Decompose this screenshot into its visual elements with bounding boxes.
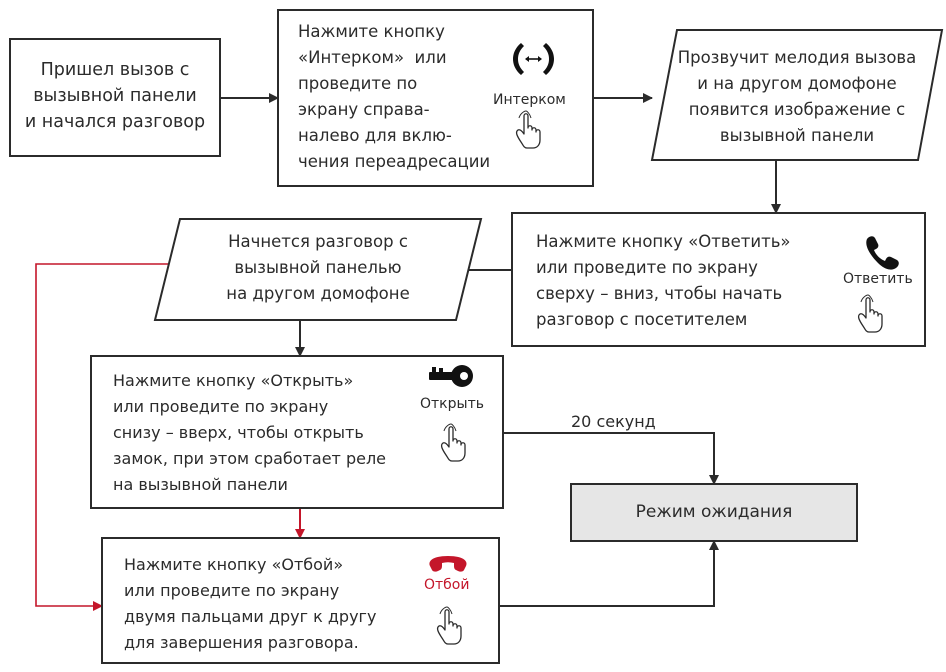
- node-intercom-line: проведите по: [298, 74, 418, 93]
- node-conversation-line: на другом домофоне: [226, 284, 410, 303]
- node-conversation-box: [153, 218, 483, 321]
- node-answer: Нажмите кнопку «Ответить» или проведите …: [536, 229, 791, 333]
- node-intercom-box: [277, 9, 594, 187]
- open-icon-label: Открыть: [420, 396, 484, 412]
- node-intercom-line: Нажмите кнопку: [298, 22, 445, 41]
- node-conversation-line: Начнется разговор с: [228, 232, 408, 251]
- phone-hangup-icon: [429, 556, 467, 572]
- edge-hangup-standby: [499, 540, 719, 607]
- node-incoming-line: и начался разговор: [24, 112, 206, 132]
- node-answer-line: или проведите по экрану: [536, 258, 758, 277]
- node-intercom-line: «Интерком» или: [298, 48, 447, 67]
- intercom-transfer-icon: [513, 43, 554, 75]
- node-standby: Режим ожидания: [635, 502, 793, 522]
- node-answer-box: [511, 212, 926, 347]
- node-hangup-box: [101, 537, 500, 664]
- node-open-line: снизу – вверх, чтобы открыть: [113, 423, 364, 442]
- answer-icon-label: Ответить: [843, 271, 913, 287]
- node-conversation: Начнется разговор с вызывной панелью на …: [168, 229, 468, 307]
- node-standby-box: [570, 483, 858, 542]
- edge-label-timeout: 20 секунд: [571, 412, 656, 431]
- node-answer-line: сверху – вниз, чтобы начать: [536, 284, 783, 303]
- node-melody: Прозвучит мелодия вызова и на другом дом…: [662, 45, 932, 149]
- node-hangup-line: или проведите по экрану: [124, 581, 340, 600]
- node-melody-line: и на другом домофоне: [697, 74, 897, 93]
- node-hangup-line: для завершения разговора.: [124, 633, 359, 652]
- edge-conversation-hangup: [35, 263, 168, 611]
- node-melody-line: Прозвучит мелодия вызова: [677, 48, 917, 67]
- node-incoming: Пришел вызов с вызывной панели и начался…: [10, 57, 220, 135]
- node-intercom-line: чения переадресации: [298, 152, 491, 171]
- node-open-line: на вызывной панели: [113, 475, 288, 494]
- edge-open-standby: [503, 432, 719, 485]
- node-open-line: Нажмите кнопку «Открыть»: [113, 371, 354, 390]
- node-open-box: [90, 355, 504, 509]
- node-open: Нажмите кнопку «Открыть» или проведите п…: [113, 368, 386, 498]
- hangup-icon-label: Отбой: [424, 577, 470, 593]
- node-melody-box: [650, 29, 944, 161]
- node-incoming-line: Пришел вызов с: [40, 60, 190, 80]
- node-melody-line: вызывной панели: [719, 126, 875, 145]
- node-conversation-line: вызывной панелью: [234, 258, 402, 277]
- node-hangup: Нажмите кнопку «Отбой» или проведите по …: [124, 552, 376, 656]
- node-open-line: или проведите по экрану: [113, 397, 329, 416]
- node-answer-line: разговор с посетителем: [536, 310, 748, 329]
- node-incoming-line: вызывной панели: [33, 86, 197, 106]
- node-hangup-line: двумя пальцами друг к другу: [124, 607, 377, 626]
- node-intercom: Нажмите кнопку «Интерком» или проведите …: [298, 19, 490, 175]
- node-answer-line: Нажмите кнопку «Ответить»: [536, 232, 791, 251]
- edges: [35, 93, 781, 611]
- node-hangup-line: Нажмите кнопку «Отбой»: [124, 555, 344, 574]
- key-icon: [429, 365, 473, 387]
- node-open-line: замок, при этом сработает реле: [113, 449, 387, 468]
- intercom-icon-label: Интерком: [493, 92, 566, 108]
- node-intercom-line: налево для вклю-: [298, 126, 452, 145]
- node-intercom-line: экрану справа-: [298, 100, 430, 119]
- phone-answer-icon: [866, 236, 899, 270]
- node-melody-line: появится изображение с: [688, 100, 906, 119]
- node-incoming-box: [9, 38, 221, 157]
